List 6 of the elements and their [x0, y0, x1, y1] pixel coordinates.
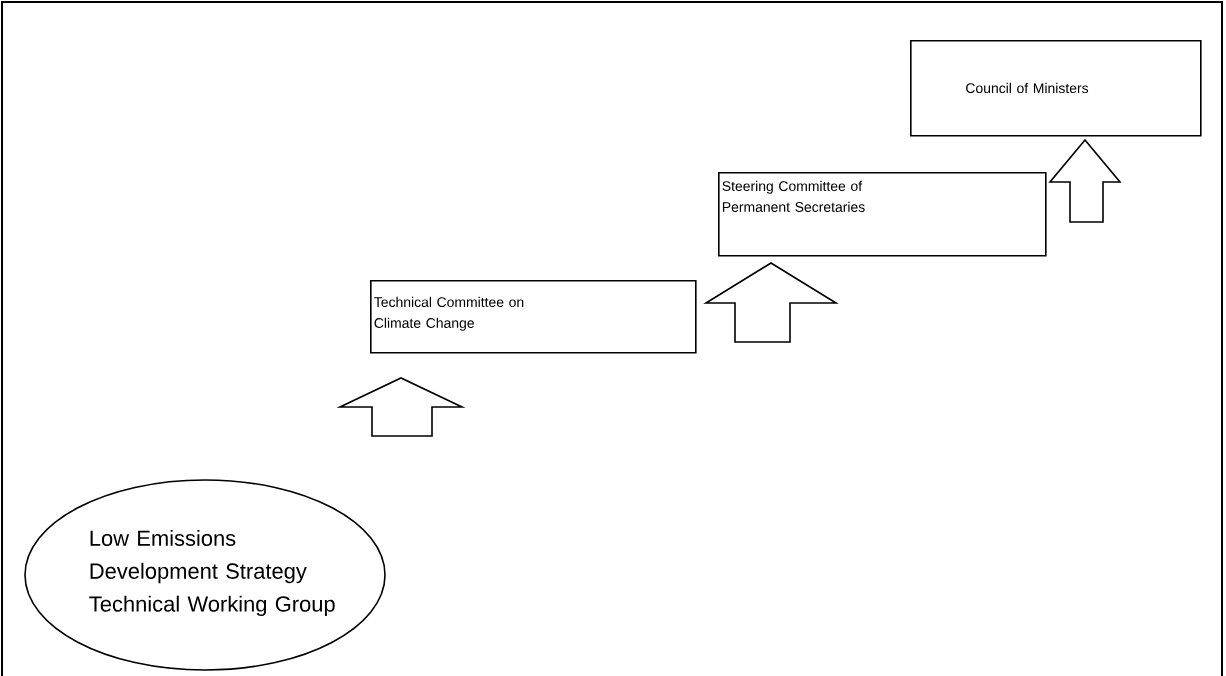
block-arrow [703, 262, 839, 343]
block-arrow [1048, 138, 1122, 223]
committee-box: Technical Committee on Climate Change [370, 280, 697, 354]
block-arrow [336, 377, 466, 437]
council-box: Council of Ministers [910, 40, 1202, 137]
committee-box: Steering Committee of Permanent Secretaries [718, 172, 1047, 257]
